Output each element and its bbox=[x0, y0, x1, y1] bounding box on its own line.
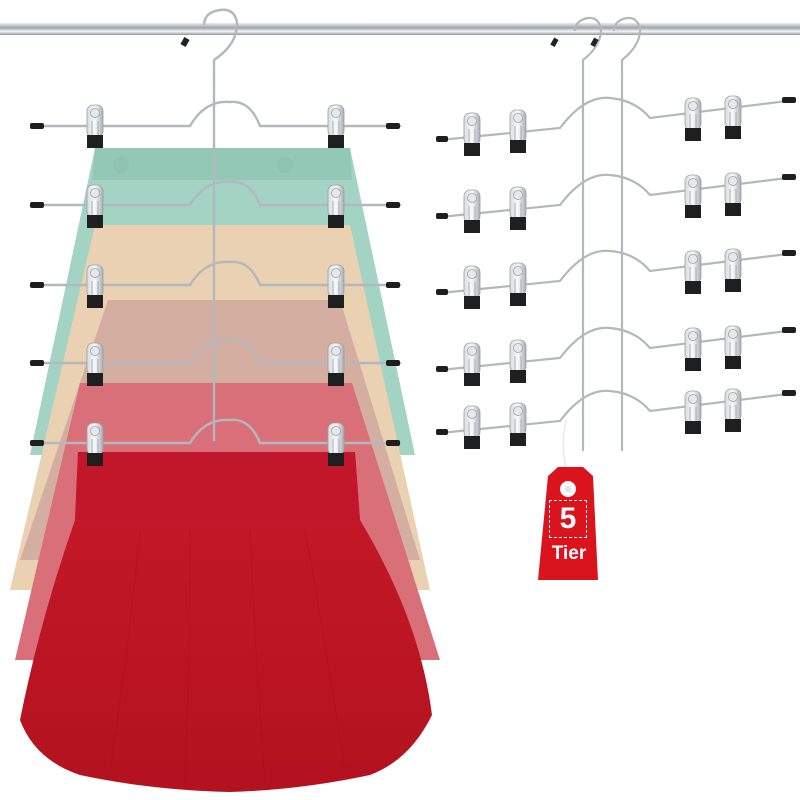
tag-word: Tier bbox=[551, 543, 587, 564]
tier-tag bbox=[538, 419, 598, 580]
left-skirts bbox=[10, 148, 440, 792]
right-hangers bbox=[438, 16, 797, 452]
right-hanger-clips bbox=[436, 95, 796, 450]
chrome-rail bbox=[0, 23, 800, 35]
tag-number: 5 bbox=[549, 500, 587, 538]
red-skirt bbox=[20, 452, 432, 792]
left-hanger bbox=[33, 8, 402, 445]
left-hanger-clips bbox=[30, 104, 400, 467]
